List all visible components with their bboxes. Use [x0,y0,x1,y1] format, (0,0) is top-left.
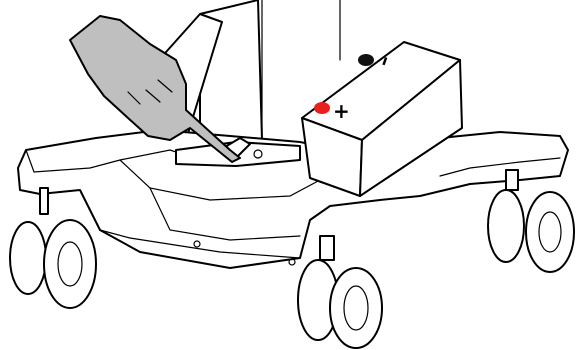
caster-wheel-rear-right [488,170,574,272]
positive-terminal-icon [314,102,330,114]
caster-wheel-front-left [10,188,96,308]
positive-terminal-label: + [333,99,350,123]
caster-wheel-front-right [298,236,382,348]
